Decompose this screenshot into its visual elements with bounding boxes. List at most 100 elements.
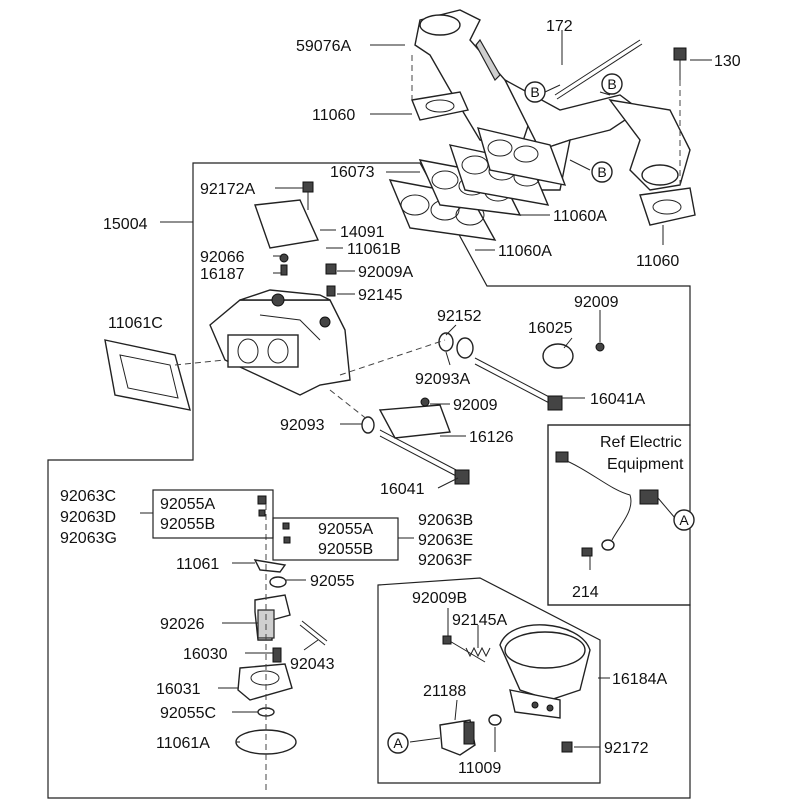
label-11061: 11061 <box>176 556 219 573</box>
label-92055C: 92055C <box>160 705 216 722</box>
label-92055B: 92055B <box>318 541 373 558</box>
label-92009B: 92009B <box>412 590 467 607</box>
leader <box>657 497 676 519</box>
throttle-shaft-icon <box>379 429 470 485</box>
spring-icon <box>465 646 491 658</box>
screw-icon <box>595 342 605 352</box>
label-15004: 15004 <box>103 216 148 233</box>
label-92055A: 92055A <box>160 496 215 513</box>
label-92063D: 92063D <box>60 509 116 526</box>
carburetor-body-icon <box>209 289 351 396</box>
label-11060A: 11060A <box>553 208 607 225</box>
label-92172A: 92172A <box>200 181 255 198</box>
fuel-bowl-icon <box>235 495 328 755</box>
label-92145A: 92145A <box>452 612 507 629</box>
callout-a-2: A <box>387 732 409 754</box>
group-box <box>152 489 274 539</box>
svg-text:B: B <box>597 164 606 180</box>
guide-line <box>174 359 226 366</box>
label-16025: 16025 <box>528 320 573 337</box>
ref-frame <box>547 424 691 606</box>
gasket-icon <box>639 187 696 226</box>
label-92009: 92009 <box>453 397 498 414</box>
label-92055: 92055 <box>310 573 355 590</box>
label-11061B: 11061B <box>347 241 401 258</box>
label-92066: 92066 <box>200 249 245 266</box>
label-equipment: Equipment <box>607 456 684 473</box>
screw-icon <box>561 741 573 753</box>
label-130: 130 <box>714 53 741 70</box>
label-92145: 92145 <box>358 287 403 304</box>
label-16187: 16187 <box>200 266 245 283</box>
stud-icon <box>554 39 641 96</box>
callout-b-2: B <box>601 73 623 95</box>
label-59076A: 59076A <box>296 38 351 55</box>
label-16031: 16031 <box>156 681 201 698</box>
label-11060: 11060 <box>636 253 679 270</box>
label-172: 172 <box>546 18 573 35</box>
bolt-icon <box>673 47 687 80</box>
svg-text:A: A <box>679 512 689 528</box>
throttle-valve-icon <box>542 343 574 369</box>
label-92093: 92093 <box>280 417 325 434</box>
label-92043: 92043 <box>290 656 335 673</box>
label-92055A: 92055A <box>318 521 373 538</box>
svg-text:A: A <box>393 735 403 751</box>
label-16041A: 16041A <box>590 391 645 408</box>
label-214: 214 <box>572 584 599 601</box>
group-box <box>272 517 399 561</box>
gasket-icon <box>411 91 469 121</box>
screw-icon <box>442 635 486 663</box>
screw-icon <box>325 263 337 297</box>
solenoid-valve-icon <box>439 719 476 756</box>
plate-icon <box>254 199 320 249</box>
label-92063C: 92063C <box>60 488 116 505</box>
label-11060A: 11060A <box>498 243 552 260</box>
svg-text:B: B <box>607 76 616 92</box>
label-16073: 16073 <box>330 164 375 181</box>
label-92009A: 92009A <box>358 264 413 281</box>
svg-text:B: B <box>530 84 539 100</box>
gasket-icon <box>104 339 191 411</box>
wire-harness-icon <box>555 451 659 551</box>
plate-icon <box>378 404 451 439</box>
label-16030: 16030 <box>183 646 228 663</box>
seal-icon <box>438 332 454 352</box>
seal-icon <box>456 337 474 359</box>
screw-icon <box>581 547 593 557</box>
label-92063G: 92063G <box>60 530 117 547</box>
label-16184A: 16184A <box>612 671 667 688</box>
label-11060: 11060 <box>312 107 355 124</box>
label-92063F: 92063F <box>418 552 472 569</box>
label-14091: 14091 <box>340 224 385 241</box>
guide-line <box>339 339 446 376</box>
washer-icon <box>488 714 502 726</box>
screw-icon <box>279 253 289 276</box>
label-92172: 92172 <box>604 740 649 757</box>
label-ref-electric: Ref Electric <box>600 434 682 451</box>
seal-icon <box>361 416 375 434</box>
label-92009: 92009 <box>574 294 619 311</box>
callout-a-1: A <box>673 509 695 531</box>
guide-line <box>329 389 369 421</box>
stud-icon <box>556 43 643 100</box>
screw-icon <box>302 181 314 210</box>
label-92093A: 92093A <box>415 371 470 388</box>
screw-icon <box>420 397 430 407</box>
label-16041: 16041 <box>380 481 425 498</box>
label-92026: 92026 <box>160 616 205 633</box>
gasket-icon <box>476 127 567 186</box>
label-11009: 11009 <box>458 760 501 777</box>
label-11061C: 11061C <box>108 315 163 332</box>
callout-b-1: B <box>524 81 546 103</box>
throttle-shaft-icon <box>474 357 563 411</box>
label-21188: 21188 <box>423 683 466 700</box>
label-11061A: 11061A <box>156 735 210 752</box>
part-labels: 59076A 172 130 11060 16073 11060A 11060A… <box>60 18 741 777</box>
main-frame <box>47 162 691 799</box>
air-horn-icon <box>499 624 591 719</box>
label-92063E: 92063E <box>418 532 473 549</box>
label-16126: 16126 <box>469 429 514 446</box>
